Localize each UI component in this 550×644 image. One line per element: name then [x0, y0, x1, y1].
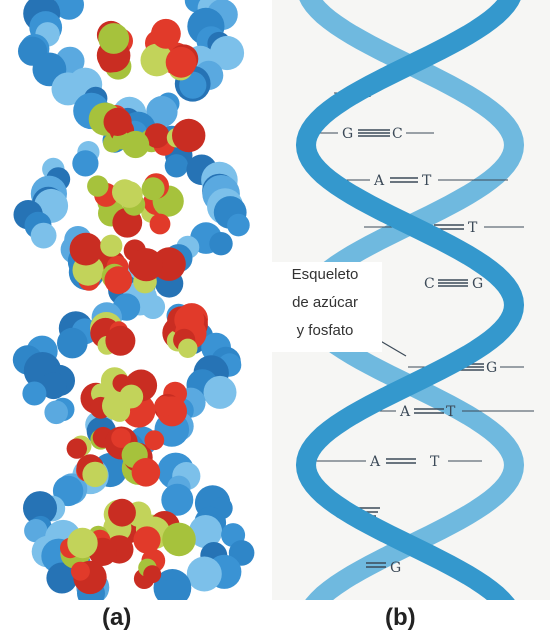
- base-letter: G: [390, 560, 401, 576]
- base-letter-right: T: [430, 454, 440, 470]
- label-line-2: de azúcar: [268, 294, 382, 311]
- space-filling-dna-image: [0, 0, 272, 600]
- base-atom-red: [133, 526, 160, 553]
- base-atom-red: [144, 430, 164, 450]
- base-atom-red: [67, 438, 87, 458]
- base-letter-left: A: [373, 173, 385, 189]
- base-atom-red: [151, 19, 181, 49]
- backbone-atom: [44, 401, 68, 425]
- base-letter-right: G: [486, 360, 497, 376]
- backbone-atom: [209, 232, 232, 255]
- backbone-atom: [161, 484, 193, 516]
- base-atom-green: [112, 179, 138, 205]
- base-letter-left: C: [424, 276, 435, 292]
- space-filling-dna-model: [0, 0, 272, 600]
- base-atom-green: [119, 385, 143, 409]
- base-atom-green: [87, 175, 108, 196]
- base-atom-green: [142, 177, 165, 200]
- base-atom-red: [70, 233, 103, 266]
- base-atom-red: [150, 214, 171, 235]
- backbone-atom: [187, 557, 222, 592]
- base-atom-green: [82, 462, 107, 487]
- base-atom-red: [132, 458, 161, 487]
- base-letter-right: T: [422, 173, 432, 189]
- base-atom-red: [104, 266, 132, 294]
- base-letter-left: A: [369, 454, 381, 470]
- backbone-atom: [204, 376, 237, 409]
- base-letter-right: T: [446, 404, 456, 420]
- caption-a: (a): [102, 604, 131, 632]
- base-letter-right: T: [468, 220, 478, 236]
- backbone-atom: [165, 154, 188, 177]
- base-atom-green: [67, 528, 97, 558]
- base-atom-red: [99, 50, 121, 72]
- backbone-atom: [227, 214, 250, 237]
- base-atom-red: [105, 326, 135, 356]
- base-atom-green: [122, 131, 149, 158]
- backbone-atom: [57, 328, 88, 359]
- label-line-3: y fosfato: [268, 322, 382, 339]
- base-atom-red: [108, 499, 136, 527]
- base-atom-green: [100, 235, 122, 257]
- base-atom-red: [166, 47, 197, 78]
- base-atom-red: [71, 562, 90, 581]
- backbone-atom: [31, 223, 57, 249]
- base-letter-right: C: [392, 126, 403, 142]
- base-atom-red: [130, 248, 163, 281]
- backbone-atom: [72, 150, 98, 176]
- caption-b: (b): [385, 604, 416, 632]
- base-atom-green: [98, 23, 129, 54]
- backbone-atom: [22, 382, 46, 406]
- backbone-atom: [141, 295, 165, 319]
- sugar-phosphate-backbone-label: Esqueleto de azúcar y fosfato: [268, 262, 382, 352]
- base-letter-right: G: [472, 276, 483, 292]
- base-atom-red: [104, 108, 132, 136]
- base-letter-left: G: [342, 126, 353, 142]
- base-atom-red: [172, 119, 205, 152]
- base-atom-green: [162, 523, 196, 557]
- base-atom-green: [178, 339, 197, 358]
- label-line-1: Esqueleto: [268, 266, 382, 283]
- base-atom-red: [143, 565, 161, 583]
- base-letter-left: A: [399, 404, 411, 420]
- base-atom-red: [155, 396, 175, 416]
